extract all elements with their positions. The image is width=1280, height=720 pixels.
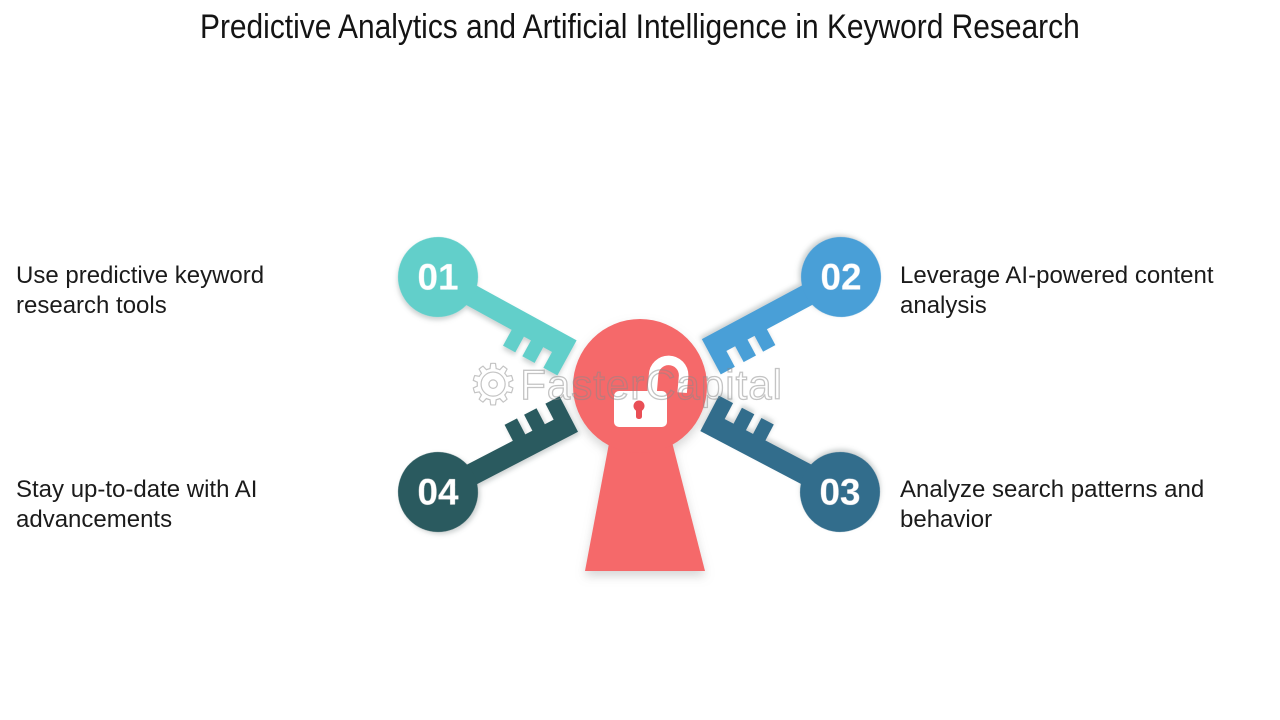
key-01-shaft (445, 274, 577, 360)
item-label-03: Analyze search patterns and behavior (900, 476, 1205, 533)
key-03-shaft (700, 411, 832, 495)
key-02-tooth (733, 336, 756, 363)
item-label-04: Stay up-to-date with AI advancements (16, 476, 258, 533)
open-padlock-icon (614, 355, 689, 427)
key-04-tooth (504, 418, 527, 444)
key-02-tooth (710, 348, 735, 375)
page-title-text: Predictive Analytics and Artificial Inte… (200, 8, 1080, 46)
key-03-tooth (732, 407, 755, 433)
key-01-tooth (503, 327, 526, 353)
key-04-tooth (524, 408, 547, 434)
key-03: 03 (700, 395, 880, 532)
keyhole-shape (573, 319, 707, 571)
key-03-head (800, 452, 880, 532)
padlock-keyhole-stem (636, 407, 642, 419)
key-02: 02 (701, 237, 881, 375)
padlock-shackle (647, 355, 689, 394)
page-title: Predictive Analytics and Artificial Inte… (0, 8, 1280, 47)
keyhole-body (585, 438, 705, 571)
key-01: 01 (398, 237, 577, 376)
key-01-tooth (522, 337, 545, 363)
key-01-number: 01 (417, 257, 458, 298)
key-04-tooth (545, 396, 570, 423)
keyhole-circle (573, 319, 707, 453)
key-02-number: 02 (820, 257, 861, 298)
key-03-number: 03 (819, 472, 860, 513)
key-02-head (801, 237, 881, 317)
key-01-head (398, 237, 478, 317)
key-02-shaft (701, 274, 833, 359)
key-03-tooth (709, 395, 734, 422)
key-03-tooth (751, 417, 774, 444)
key-02-tooth (753, 326, 776, 352)
key-04-shaft (446, 412, 579, 495)
key-04-head (398, 452, 478, 532)
key-01-tooth (543, 349, 568, 376)
key-04: 04 (398, 396, 579, 532)
item-label-02: Leverage AI-powered content analysis (900, 262, 1214, 319)
item-label-01: Use predictive keyword research tools (16, 262, 265, 319)
key-04-number: 04 (417, 472, 459, 513)
